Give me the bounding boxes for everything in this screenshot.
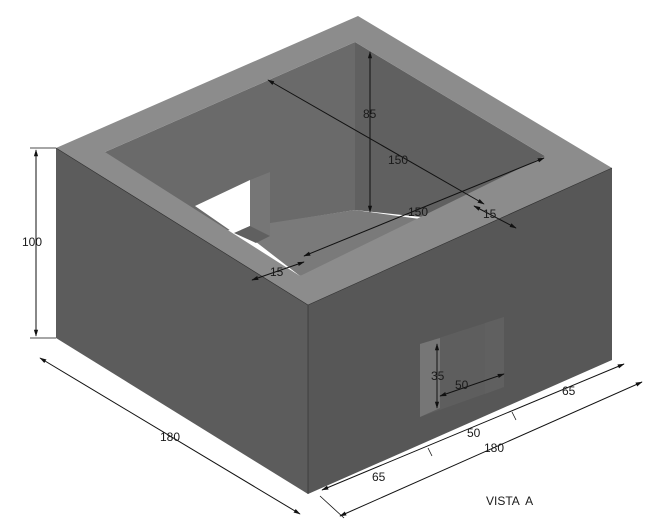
box-solid [55,16,613,494]
back-opening-reveal-bottom [234,226,270,243]
label-outer-front: 180 [484,441,504,455]
back-opening [195,180,250,233]
label-wall-thickness-b: 15 [270,265,284,279]
label-window-width-bottom: 50 [467,426,481,440]
dimension-lines [30,51,643,519]
label-height-total: 100 [22,235,42,249]
label-front-right-offset: 65 [562,384,576,398]
label-inner-height: 85 [363,107,377,121]
label-inner-length-b: 150 [408,205,428,219]
label-window-width-top: 50 [455,378,469,392]
caption-vista-a: VISTA A [486,494,533,508]
label-wall-thickness-a: 15 [483,207,497,221]
label-inner-length-a: 150 [388,153,408,167]
back-opening-reveal [250,172,270,236]
label-window-height: 35 [431,369,445,383]
label-outer-left: 180 [160,430,180,444]
label-front-left-offset: 65 [372,470,386,484]
dimension-labels: 100 85 150 150 15 15 180 180 35 50 50 65… [22,107,576,508]
front-window-reveal-back [485,317,504,394]
